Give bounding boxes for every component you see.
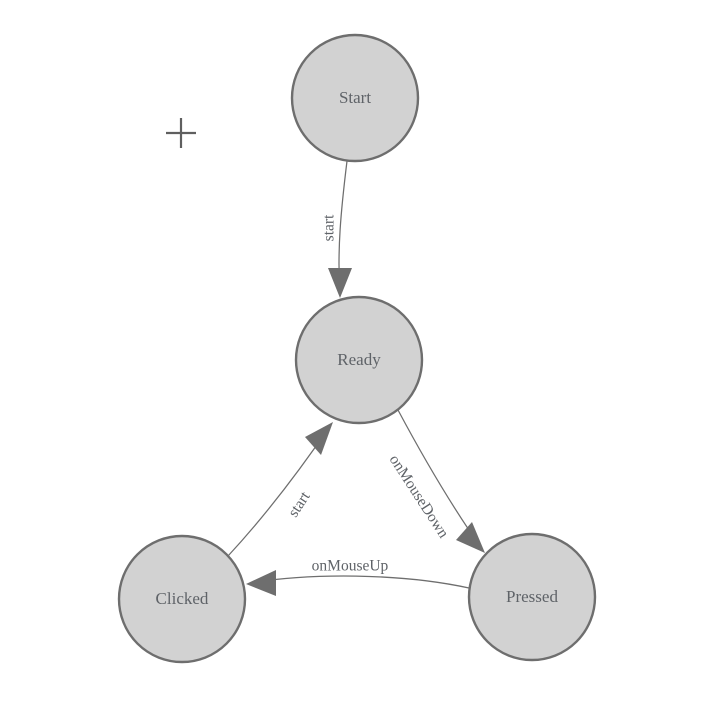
edge-start-to-ready[interactable]: start bbox=[321, 160, 352, 298]
node-ready-circle[interactable] bbox=[294, 295, 424, 425]
node-clicked-circle[interactable] bbox=[117, 534, 247, 664]
arrowhead-into-pressed bbox=[456, 522, 485, 553]
crosshair-icon[interactable] bbox=[166, 118, 196, 148]
edge-clicked-to-ready[interactable]: start bbox=[227, 422, 333, 557]
node-pressed-circle[interactable] bbox=[467, 532, 597, 662]
node-clicked[interactable]: Clicked bbox=[117, 534, 247, 664]
arrowhead-into-clicked bbox=[246, 570, 276, 596]
node-start[interactable]: Start bbox=[290, 33, 420, 163]
arrowhead-into-ready-bottom bbox=[305, 422, 333, 455]
node-ready[interactable]: Ready bbox=[294, 295, 424, 425]
edge-ready-to-pressed[interactable]: onMouseDown bbox=[386, 409, 485, 553]
node-start-circle[interactable] bbox=[290, 33, 420, 163]
node-pressed[interactable]: Pressed bbox=[467, 532, 597, 662]
arrowhead-into-ready-top bbox=[328, 268, 352, 298]
edge-pressed-to-clicked[interactable]: onMouseUp bbox=[246, 558, 470, 596]
